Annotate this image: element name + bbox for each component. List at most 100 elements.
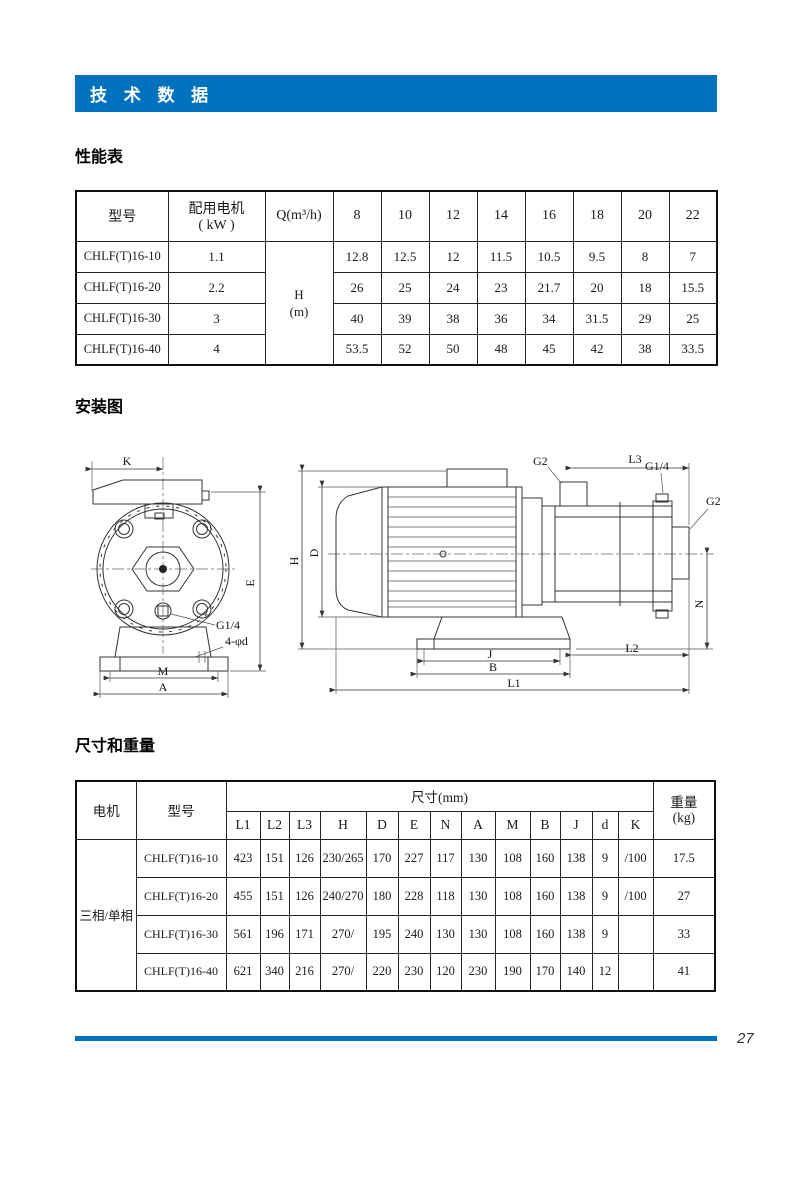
dim-label-g14-plug: G1/4: [645, 459, 669, 473]
table-row: CHLF(T)16-40 4 53.5 52 50 48 45 42 38 33…: [75, 333, 718, 366]
pump-side-view-drawing: H D L3 G2 G1/4 G2 N L2: [290, 452, 721, 694]
model-cell: CHLF(T)16-40: [75, 333, 169, 366]
motor-type-cell: 三相/单相: [75, 838, 137, 992]
dim-label-l1: L1: [507, 676, 520, 690]
model-cell: CHLF(T)16-30: [75, 302, 169, 335]
page-title: 技 术 数 据: [90, 86, 215, 105]
col-header-motor: 电机: [75, 780, 137, 840]
header-bar: 技 术 数 据: [75, 75, 717, 112]
model-cell: CHLF(T)16-20: [135, 876, 227, 916]
value-cell: 53.5: [332, 333, 382, 366]
dim-header-k: K: [617, 810, 654, 840]
head-unit-cell: H (m): [264, 240, 334, 366]
value-cell: 33.5: [668, 333, 718, 366]
value-cell: 42: [572, 333, 622, 366]
col-header-flow-10: 10: [380, 190, 430, 242]
footer-rule: [75, 1036, 717, 1041]
dim-label-j: J: [488, 647, 493, 661]
col-header-flow-12: 12: [428, 190, 478, 242]
section-title-dimensions: 尺寸和重量: [75, 738, 156, 755]
dim-cell: 138: [559, 914, 593, 954]
table-row: CHLF(T)16-40 621 340 216 270/ 220 230 12…: [76, 952, 716, 992]
dim-header-l1: L1: [225, 810, 261, 840]
dim-cell: 230: [397, 952, 431, 992]
value-cell: 34: [524, 302, 574, 335]
dim-cell: 130: [460, 876, 496, 916]
value-cell: 45: [524, 333, 574, 366]
value-cell: 25: [380, 271, 430, 304]
dim-label-bolt-holes: 4-φd: [225, 634, 248, 648]
power-cell: 3: [167, 302, 266, 335]
dim-cell: 340: [259, 952, 290, 992]
weight-unit: (kg): [672, 810, 696, 826]
col-header-model: 型号: [75, 190, 169, 242]
value-cell: 40: [332, 302, 382, 335]
dim-cell: 160: [529, 838, 561, 878]
value-cell: 31.5: [572, 302, 622, 335]
dim-label-a: A: [159, 680, 168, 694]
value-cell: 15.5: [668, 271, 718, 304]
dimensions-table: 电机 型号 尺寸(mm) 重量 (kg) L1 L2 L3 H D E N A …: [75, 780, 717, 992]
value-cell: 36: [476, 302, 526, 335]
col-header-flow-8: 8: [332, 190, 382, 242]
dim-cell: /100: [617, 838, 654, 878]
table-header-row: 型号 配用电机 ( kW ) Q(m³/h) 8 10 12 14 16 18 …: [75, 190, 718, 242]
dim-cell: 9: [591, 838, 619, 878]
value-cell: 24: [428, 271, 478, 304]
dim-label-n: N: [692, 599, 706, 608]
weight-cell: 33: [652, 914, 716, 954]
dim-cell: 118: [429, 876, 462, 916]
dim-cell: [617, 952, 654, 992]
power-cell: 4: [167, 333, 266, 366]
dim-cell: 138: [559, 876, 593, 916]
col-header-size: 尺寸(mm): [225, 780, 654, 812]
value-cell: 39: [380, 302, 430, 335]
dim-label-b: B: [489, 660, 497, 674]
dim-cell: 151: [259, 876, 290, 916]
value-cell: 23: [476, 271, 526, 304]
dim-label-m: M: [158, 664, 169, 678]
model-cell: CHLF(T)16-10: [135, 838, 227, 878]
value-cell: 20: [572, 271, 622, 304]
dim-header-h: H: [319, 810, 367, 840]
dim-cell: 621: [225, 952, 261, 992]
dim-cell: 228: [397, 876, 431, 916]
weight-cell: 17.5: [652, 838, 716, 878]
col-header-flow-22: 22: [668, 190, 718, 242]
value-cell: 7: [668, 240, 718, 273]
dim-cell: 9: [591, 914, 619, 954]
power-cell: 1.1: [167, 240, 266, 273]
head-label: H: [294, 286, 304, 302]
table-row: CHLF(T)16-30 561 196 171 270/ 195 240 13…: [76, 914, 716, 954]
col-header-flow: Q(m³/h): [264, 190, 334, 242]
value-cell: 12.5: [380, 240, 430, 273]
value-cell: 38: [620, 333, 670, 366]
dim-cell: 160: [529, 876, 561, 916]
table-row: CHLF(T)16-30 3 40 39 38 36 34 31.5 29 25: [75, 302, 718, 335]
performance-table: 型号 配用电机 ( kW ) Q(m³/h) 8 10 12 14 16 18 …: [75, 190, 718, 366]
model-cell: CHLF(T)16-30: [135, 914, 227, 954]
table-row: 三相/单相 CHLF(T)16-10 423 151 126 230/265 1…: [75, 838, 716, 992]
value-cell: 11.5: [476, 240, 526, 273]
dim-header-l2: L2: [259, 810, 290, 840]
head-unit: (m): [289, 303, 309, 319]
value-cell: 12.8: [332, 240, 382, 273]
dim-cell: 9: [591, 876, 619, 916]
dim-cell: 561: [225, 914, 261, 954]
weight-cell: 41: [652, 952, 716, 992]
dim-cell: 130: [460, 914, 496, 954]
dim-header-e: E: [397, 810, 431, 840]
dim-cell: 138: [559, 838, 593, 878]
value-cell: 29: [620, 302, 670, 335]
dim-cell: 227: [397, 838, 431, 878]
dim-cell: 108: [494, 838, 531, 878]
table-row: CHLF(T)16-20 2.2 26 25 24 23 21.7 20 18 …: [75, 271, 718, 304]
dim-cell: 126: [288, 876, 321, 916]
dim-cell: [617, 914, 654, 954]
page-number: 27: [737, 1030, 754, 1047]
weight-cell: 27: [652, 876, 716, 916]
dim-cell: 196: [259, 914, 290, 954]
value-cell: 12: [428, 240, 478, 273]
value-cell: 25: [668, 302, 718, 335]
pump-front-view-drawing: K: [85, 454, 266, 698]
